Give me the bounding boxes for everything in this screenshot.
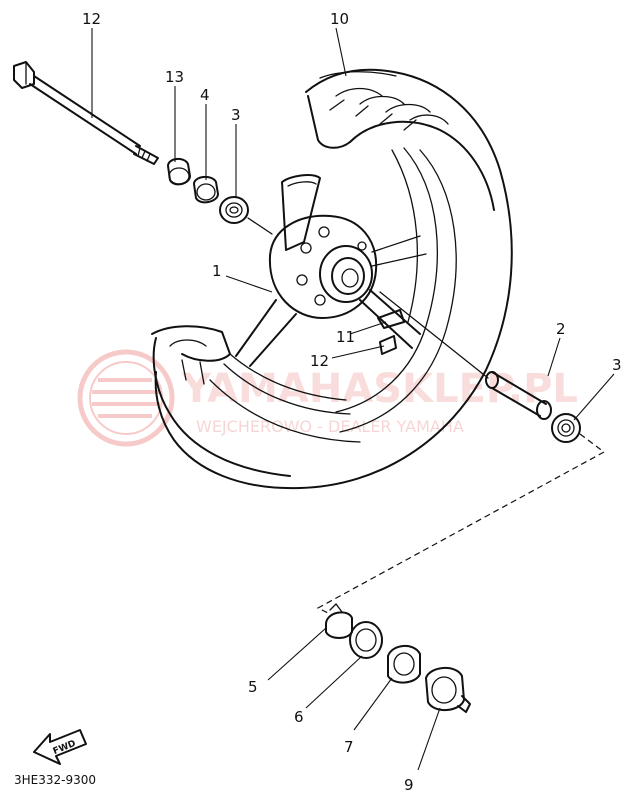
watermark: YAMAHASKLEP.PL WEJCHEROWO - DEALER YAMAH… xyxy=(77,349,578,447)
callout-8: 10 xyxy=(330,10,349,28)
callout-11: 9 xyxy=(404,776,414,794)
gear-unit xyxy=(387,645,421,684)
assembly-line xyxy=(316,433,606,615)
fwd-label: FWD xyxy=(52,739,78,757)
gear-seal xyxy=(349,621,383,659)
drawing-code: 3HE332-9300 xyxy=(14,773,96,787)
bearing-upper xyxy=(219,196,249,224)
leader-lines xyxy=(91,27,615,771)
callout-4: 4 xyxy=(200,86,210,104)
callout-5: 5 xyxy=(248,678,258,696)
axis-line-hub xyxy=(379,291,489,379)
callout-10: 12 xyxy=(310,352,329,370)
speedometer-clip xyxy=(325,603,353,639)
collar xyxy=(167,158,191,186)
forward-arrow-icon: FWD xyxy=(33,729,87,765)
watermark-logo-icon xyxy=(77,349,175,447)
callout-13: 13 xyxy=(165,68,184,86)
callout-3-upper: 3 xyxy=(231,106,241,124)
watermark-brand: YAMAHASKLEP.PL xyxy=(181,366,578,412)
callout-9: 11 xyxy=(336,328,355,346)
oil-seal xyxy=(193,176,219,204)
tire xyxy=(151,68,513,490)
axle-bolt xyxy=(13,61,159,165)
callout-6: 6 xyxy=(294,708,304,726)
callout-12: 12 xyxy=(82,10,101,28)
wheel-hub xyxy=(235,174,427,367)
bearing-right xyxy=(551,413,581,443)
tire-valve xyxy=(377,309,405,355)
callout-1: 1 xyxy=(212,262,222,280)
callout-2: 2 xyxy=(556,320,566,338)
axis-line-upper xyxy=(247,217,273,235)
callout-labels: 12 13 4 3 10 1 11 12 2 3 5 6 7 9 xyxy=(82,10,622,794)
callout-3-right: 3 xyxy=(612,356,622,374)
callout-7: 7 xyxy=(344,738,354,756)
axle-collar xyxy=(485,371,552,420)
watermark-tagline: WEJCHEROWO - DEALER YAMAHA xyxy=(196,417,464,436)
speedometer-gear-housing xyxy=(425,667,471,713)
